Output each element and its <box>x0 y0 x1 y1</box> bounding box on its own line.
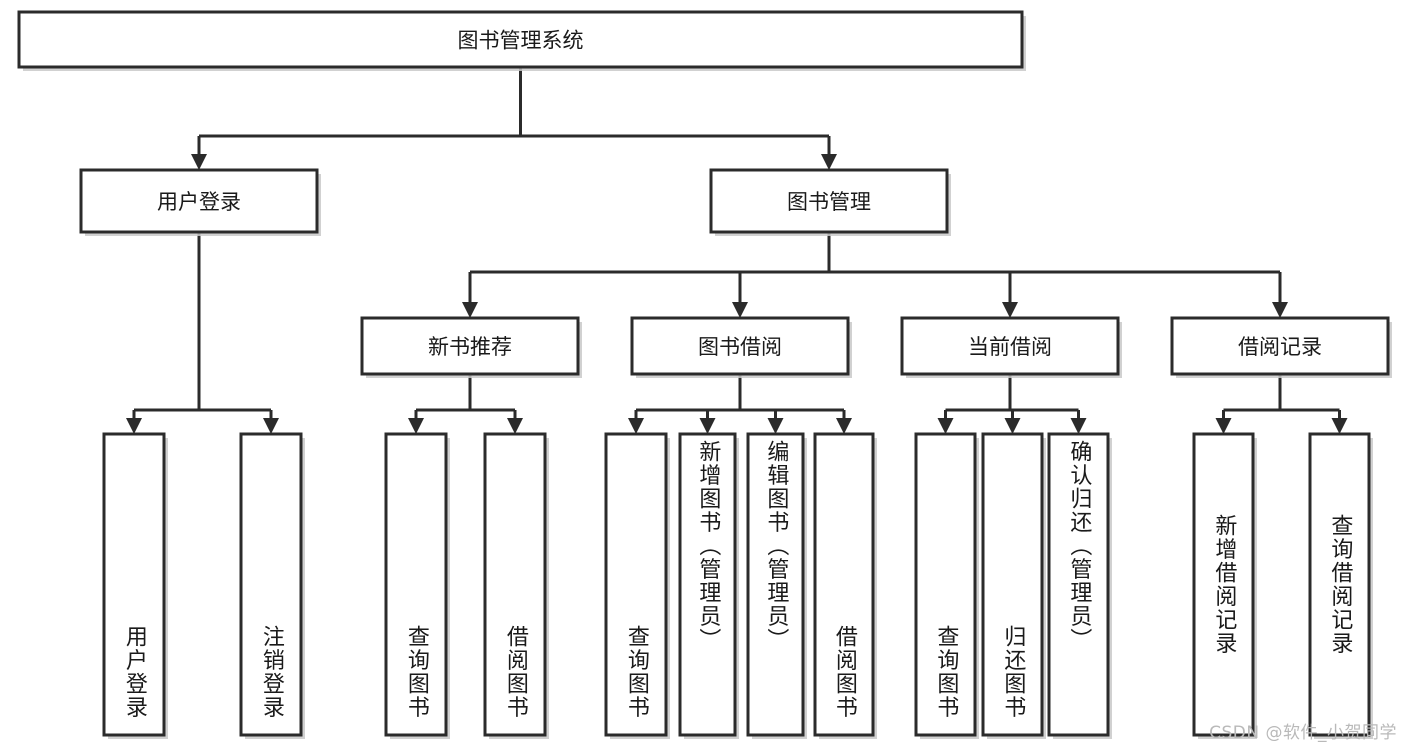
edge-2-to-leaf-0-head <box>628 418 644 434</box>
node-leaf-5[interactable] <box>678 432 737 737</box>
node-level3-label-1: 图书借阅 <box>698 335 782 359</box>
node-leaf-12[interactable] <box>1308 432 1371 737</box>
node-level3-1[interactable] <box>630 316 850 376</box>
node-level3-label-2: 当前借阅 <box>968 335 1052 359</box>
edge-1-to-leaf-1-head <box>507 418 523 434</box>
node-level2-0[interactable] <box>79 168 319 234</box>
node-leaf-9[interactable] <box>981 432 1044 737</box>
connectors-layer <box>126 67 1348 434</box>
edge-3-to-leaf-1-head <box>1004 418 1021 434</box>
node-leaf-1[interactable] <box>239 432 303 737</box>
edge-0-to-leaf-0-head <box>126 418 142 434</box>
node-level3-3[interactable] <box>1170 316 1390 376</box>
csdn-watermark: CSDN @软件_小贺同学 <box>1209 723 1397 743</box>
node-leaf-2[interactable] <box>384 432 448 737</box>
node-leaf-11[interactable] <box>1192 432 1255 737</box>
edge-2-to-leaf-3-head <box>836 418 852 434</box>
node-leaf-10[interactable] <box>1047 432 1110 737</box>
edge-3-to-leaf-2-head <box>1070 418 1087 434</box>
edge-4-to-leaf-0-head <box>1215 418 1232 434</box>
edge-bookmgmt-to-l3-1-head <box>732 302 748 318</box>
edge-bookmgmt-to-l3-2-head <box>1002 302 1018 318</box>
node-leaf-4[interactable] <box>604 432 668 737</box>
node-level3-0[interactable] <box>360 316 580 376</box>
node-leaf-3[interactable] <box>483 432 547 737</box>
edge-root-to-l2-1-head <box>821 154 837 170</box>
node-root-label: 图书管理系统 <box>458 29 584 53</box>
node-level2-1[interactable] <box>709 168 949 234</box>
edge-2-to-leaf-2-head <box>767 418 784 434</box>
edge-2-to-leaf-1-head <box>699 418 716 434</box>
edge-bookmgmt-to-l3-3-head <box>1272 302 1288 318</box>
node-level2-label-1: 图书管理 <box>787 190 871 214</box>
node-level3-2[interactable] <box>900 316 1120 376</box>
node-boxes-layer <box>17 10 1390 737</box>
node-level3-label-3: 借阅记录 <box>1238 335 1322 359</box>
edge-root-to-l2-0-head <box>191 154 207 170</box>
node-leaf-0[interactable] <box>102 432 166 737</box>
edge-0-to-leaf-1-head <box>263 418 279 434</box>
node-leaf-7[interactable] <box>813 432 875 737</box>
node-level2-label-0: 用户登录 <box>157 190 241 214</box>
edge-3-to-leaf-0-head <box>937 418 954 434</box>
node-level3-label-0: 新书推荐 <box>428 335 512 359</box>
node-root[interactable] <box>17 10 1024 69</box>
edge-bookmgmt-to-l3-0-head <box>462 302 478 318</box>
edge-4-to-leaf-1-head <box>1331 418 1348 434</box>
node-leaf-6[interactable] <box>746 432 805 737</box>
node-leaf-8[interactable] <box>914 432 977 737</box>
edge-1-to-leaf-0-head <box>408 418 424 434</box>
